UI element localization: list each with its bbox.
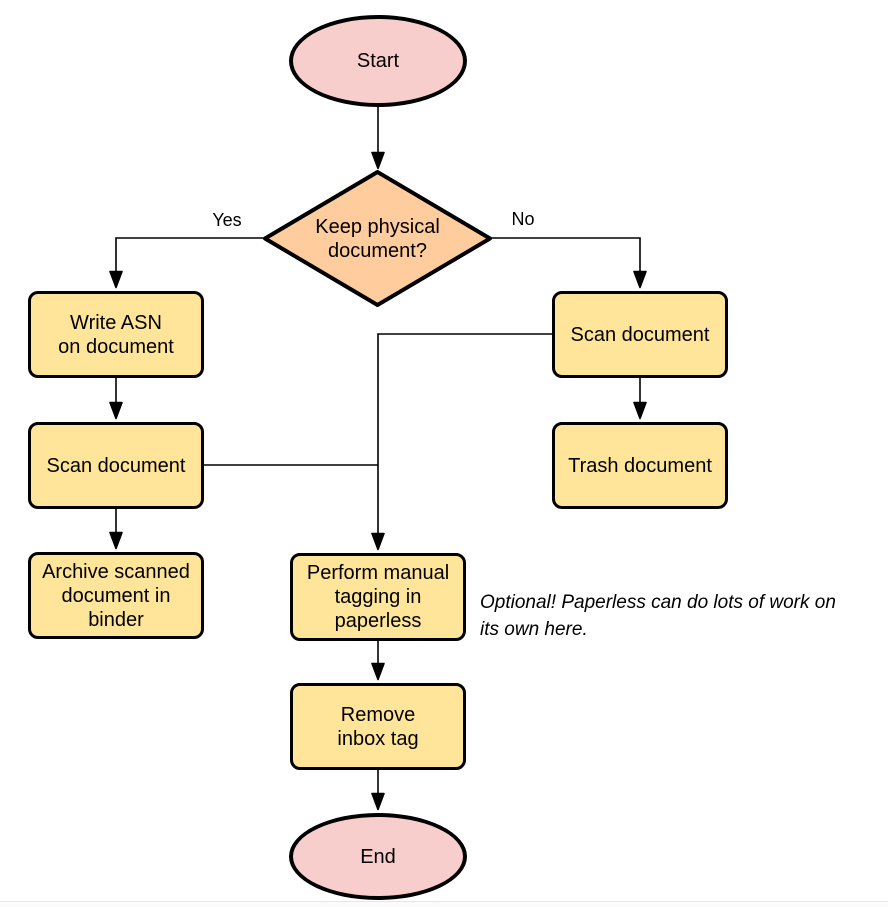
node-scan-document-right-label: Scan document [570,323,710,346]
node-decision-label: Keep physical document? [315,215,440,262]
bottom-strip [0,902,888,907]
node-decision: Keep physical document? [265,172,490,305]
node-decision-shape [263,170,492,307]
node-remove-inbox-tag-label: Remove inbox tag [337,703,419,750]
node-start-label: Start [356,50,400,72]
node-manual-tagging: Perform manual tagging in paperless [290,553,466,641]
node-manual-tagging-label: Perform manual tagging in paperless [306,562,450,632]
node-write-asn: Write ASN on document [28,291,204,378]
node-end: End [289,813,467,900]
node-end-label: End [360,845,396,868]
edge-decision-scan-right [490,237,647,289]
bottom-divider [0,901,888,902]
node-archive-binder: Archive scanned document in binder [28,552,204,639]
node-scan-document-left: Scan document [28,422,204,509]
node-scan-document-left-label: Scan document [46,454,186,477]
edge-label-yes: Yes [212,210,242,230]
node-trash-document-label: Trash document [568,454,712,477]
edge-label-no: No [511,209,535,229]
edge-decision-write-asn [109,237,265,289]
node-remove-inbox-tag: Remove inbox tag [290,683,466,770]
node-archive-binder-label: Archive scanned document in binder [42,560,190,631]
note-optional: Optional! Paperless can do lots of work … [480,592,836,640]
node-write-asn-label: Write ASN on document [58,311,174,358]
node-start: Start [289,15,467,107]
node-scan-document-right: Scan document [552,291,728,378]
node-trash-document: Trash document [552,422,728,509]
edge-scan-right-tagging [371,333,552,551]
